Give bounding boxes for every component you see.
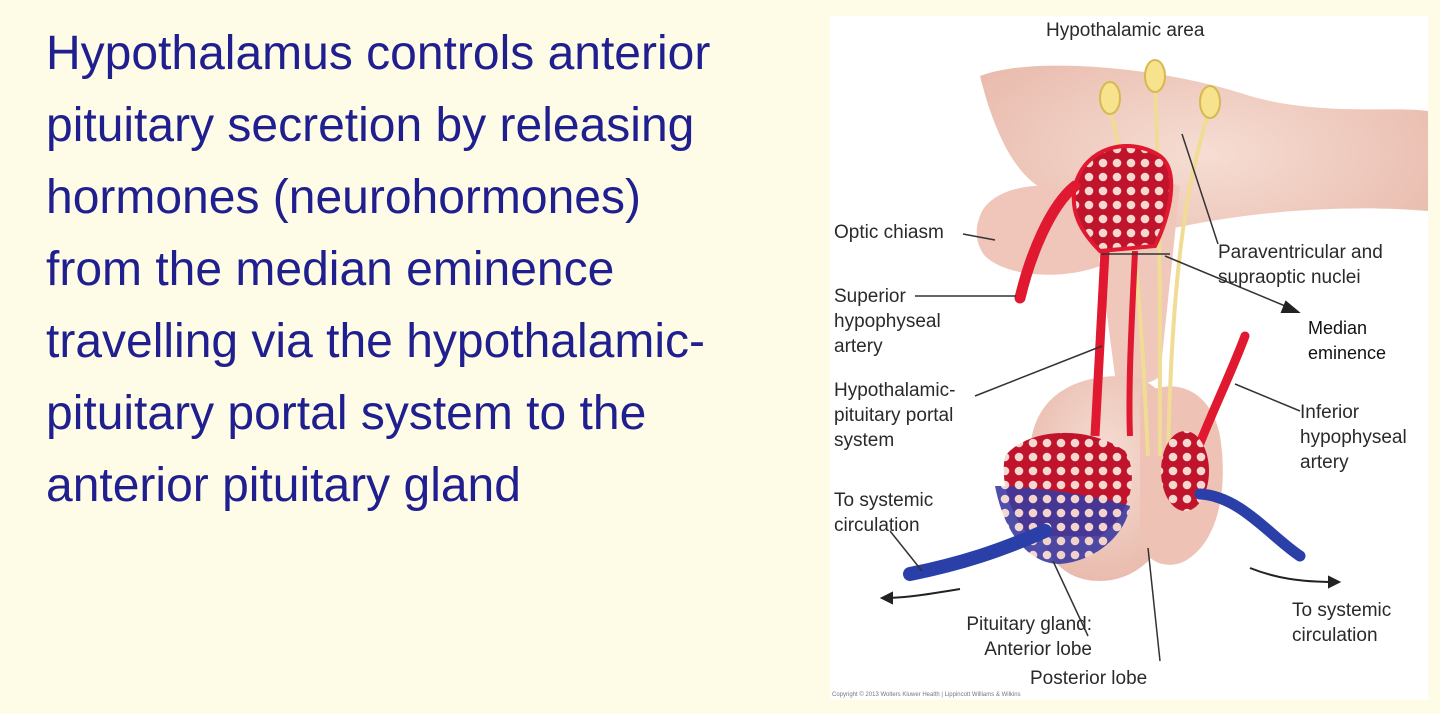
label-median-eminence: Median eminence [1308, 318, 1387, 363]
body-line: hormones (neurohormones) [46, 171, 641, 224]
median-eminence-capillaries [1071, 144, 1174, 254]
body-line: travelling via the hypothalamic- [46, 315, 705, 368]
label-hypothalamic-area: Hypothalamic area [1046, 20, 1205, 41]
label-to-systemic-right: To systemic circulation [1292, 600, 1392, 646]
label-posterior-lobe: Posterior lobe [1030, 668, 1148, 689]
right-draining-vein [1194, 488, 1306, 562]
label-pituitary-anterior-lobe: Pituitary gland: Anterior lobe [966, 614, 1092, 660]
leader-lines [889, 133, 1301, 662]
body-line: pituitary secretion by releasing [46, 99, 695, 152]
slide-body-text: Hypothalamus controls anterior pituitary… [46, 18, 806, 522]
body-line: Hypothalamus controls anterior [46, 27, 711, 80]
neuron-cell-bodies [1099, 59, 1221, 119]
pituitary-diagram: Hypothalamic area Optic chiasm Paraventr… [830, 16, 1428, 700]
body-line: from the median eminence [46, 243, 615, 296]
label-superior-hypophyseal-artery: Superior hypophyseal artery [834, 286, 941, 357]
circulation-arrows [879, 300, 1342, 605]
label-optic-chiasm: Optic chiasm [834, 222, 944, 243]
pituitary-illustration [879, 59, 1428, 662]
label-paraventricular: Paraventricular and supraoptic nuclei [1218, 242, 1383, 288]
left-draining-vein [903, 524, 1052, 581]
portal-vessel [1090, 250, 1110, 437]
body-line: anterior pituitary gland [46, 459, 521, 512]
body-line: pituitary portal system to the [46, 387, 647, 440]
label-portal-system: Hypothalamic- pituitary portal system [834, 380, 956, 451]
label-inferior-hypophyseal-artery: Inferior hypophyseal artery [1300, 402, 1407, 473]
portal-vessel [1126, 250, 1138, 437]
label-to-systemic-left: To systemic circulation [834, 490, 934, 536]
superior-artery-vessel [1014, 180, 1081, 304]
copyright-text: Copyright © 2013 Wolters Kluwer Health |… [832, 692, 1021, 698]
